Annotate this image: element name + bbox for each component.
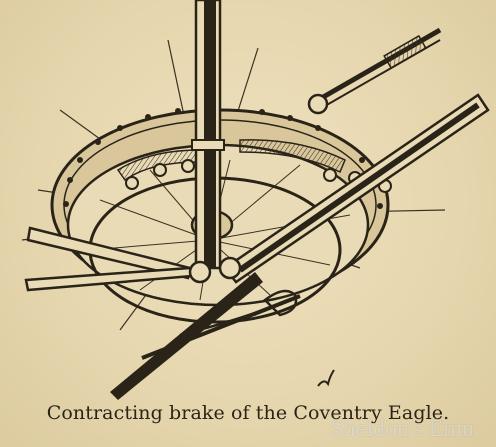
brake-illustration: [21, 0, 490, 400]
clevis: [179, 289, 298, 337]
ink-mark: [317, 369, 335, 387]
watermark-text: Sheldon's Emu: [330, 416, 474, 442]
fork-tube: [191, 0, 225, 270]
left-links: [24, 226, 242, 292]
illustration-caption: Contracting brake of the Coventry Eagle.: [46, 402, 450, 424]
cable-rod: [307, 27, 442, 115]
brake-band: [116, 139, 392, 193]
drum-rivets: [63, 108, 383, 209]
